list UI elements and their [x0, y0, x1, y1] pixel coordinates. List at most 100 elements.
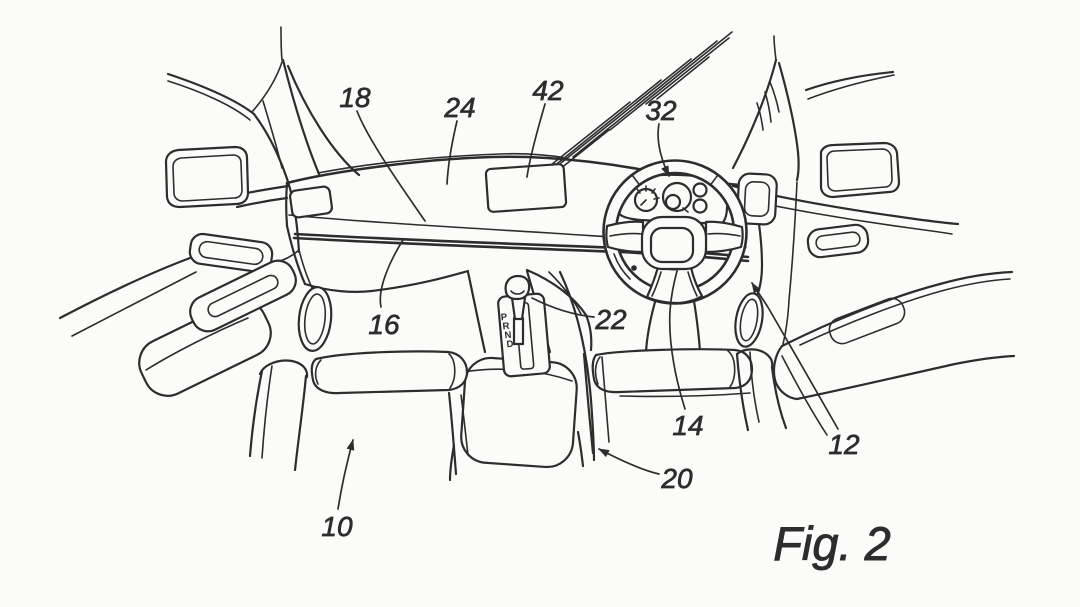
left-pillar-right-edge: [281, 58, 321, 176]
speedometer-ticks: [636, 185, 660, 206]
right-pillar-hatch-1: [764, 91, 772, 123]
left-seat-top-roll: [310, 350, 469, 395]
right-pillar-left-edge: [731, 58, 778, 170]
left-roof-rail-inner: [167, 80, 251, 121]
right-pillar-hatch-2: [756, 102, 764, 131]
gear-letter-r: R: [502, 321, 510, 333]
left-seat-bolster-mid: [261, 365, 273, 459]
gear-letter-n: N: [504, 330, 512, 342]
windshield-left-edge: [286, 64, 361, 177]
right-armrest-cap: [772, 344, 799, 401]
right-seat-left-line-2: [601, 356, 610, 443]
right-roof-rail-inner: [807, 74, 895, 100]
reflection-stroke-1: [550, 101, 631, 166]
instrument-cluster: [617, 173, 729, 226]
leader-14: [668, 270, 686, 410]
bottom-spoke: [645, 265, 704, 305]
rim-highlight: [613, 253, 631, 280]
right-door-lower-edge: [781, 355, 828, 436]
left-spoke-line: [609, 232, 643, 237]
right-door-handle-cup: [815, 231, 861, 251]
left-sill-bottom: [235, 196, 289, 209]
right-armrest-bottom: [795, 354, 1016, 401]
left-door: [58, 184, 333, 397]
left-door-pocket: [188, 232, 274, 274]
ref-label-24: 24: [443, 92, 475, 123]
right-spoke: [704, 220, 744, 254]
leader-24: [446, 120, 458, 185]
left-seat-roll-left-curl: [314, 359, 322, 385]
reflection-stroke-5: [609, 31, 733, 131]
left-seat-bolster-cap: [258, 359, 309, 379]
right-pillar-hatch-3: [769, 81, 780, 113]
reflection-stroke-3: [560, 58, 692, 164]
windshield-reflection-hatch: [550, 31, 733, 170]
left-seat-roll-right-curl: [448, 353, 456, 389]
left-seat-right-edge: [447, 391, 458, 476]
wheel-hub-inner: [649, 226, 695, 264]
ref-label-10: 10: [321, 511, 353, 542]
ref-label-32: 32: [645, 95, 677, 126]
left-mirror-housing: [164, 145, 250, 209]
ref-label-42: 42: [532, 75, 564, 106]
right-seat-left-line-1: [582, 352, 595, 455]
center-display: [484, 163, 568, 213]
right-seat-bolster-left: [735, 352, 750, 432]
center-gauge-tail: [682, 207, 689, 213]
rim-tick-left: [631, 174, 641, 186]
left-pillar-apex: [280, 26, 283, 61]
right-mirror-glass: [826, 148, 893, 192]
right-pillar-apex: [773, 35, 777, 61]
right-seat-bolster-cap: [735, 348, 774, 369]
center-gauge: [661, 181, 693, 213]
reflection-stroke-7: [559, 129, 610, 170]
dash-left-edge: [285, 181, 289, 228]
left-seat-right-edge-2: [460, 394, 469, 456]
left-door-pull-cup: [207, 274, 279, 318]
steering-column: [644, 299, 702, 354]
right-door-front-edge: [782, 181, 798, 345]
ref-label-16: 16: [368, 309, 400, 340]
right-seat-roll-right-curl: [727, 350, 736, 388]
right-lower-recess-inner: [739, 298, 759, 342]
shift-knob: [504, 274, 531, 301]
center-console: P R N D: [448, 269, 596, 482]
cluster-button-top: [692, 182, 708, 198]
console-left-edge: [466, 270, 487, 354]
left-seat-bolster-inner: [293, 374, 308, 472]
dash-lower-edge-left: [303, 269, 470, 293]
left-door-pull-bar: [189, 259, 297, 333]
right-door-pull-cup: [828, 297, 906, 345]
column-left-edge: [644, 300, 657, 354]
left-armrest-inner-line: [145, 317, 249, 371]
ref-label-12: 12: [828, 429, 860, 460]
leader-lines: [337, 103, 839, 510]
leader-42: [526, 103, 546, 178]
left-pillar-crease: [262, 100, 283, 169]
left-spoke: [605, 220, 645, 254]
bottom-spoke-line-2: [687, 271, 698, 297]
left-wing-mirror: [164, 145, 250, 209]
left-door-pocket-inner: [198, 240, 264, 266]
gear-letter-d: D: [506, 339, 514, 351]
ref-label-18: 18: [339, 82, 371, 113]
right-seat-roll-left-curl: [594, 356, 601, 385]
right-seat-bolster-mid: [749, 351, 760, 423]
figure-caption: Fig. 2: [773, 517, 891, 570]
dash-lower-left-edge: [285, 224, 307, 286]
gear-letter-p: P: [500, 312, 508, 324]
shift-knob-detail: [510, 290, 525, 295]
right-wing-mirror: [819, 141, 901, 199]
left-mirror-glass: [172, 154, 243, 202]
reflection-stroke-4: [572, 40, 718, 158]
dash-knee-crease: [548, 271, 582, 315]
leader-18: [356, 110, 426, 222]
reflection-stroke-8: [656, 56, 710, 100]
steering-wheel: [602, 159, 748, 305]
ref-label-20: 20: [660, 463, 693, 494]
right-armrest-top: [780, 270, 1014, 348]
right-pillar-right-edge: [777, 61, 800, 182]
left-pillar-apex-connector: [251, 61, 283, 113]
